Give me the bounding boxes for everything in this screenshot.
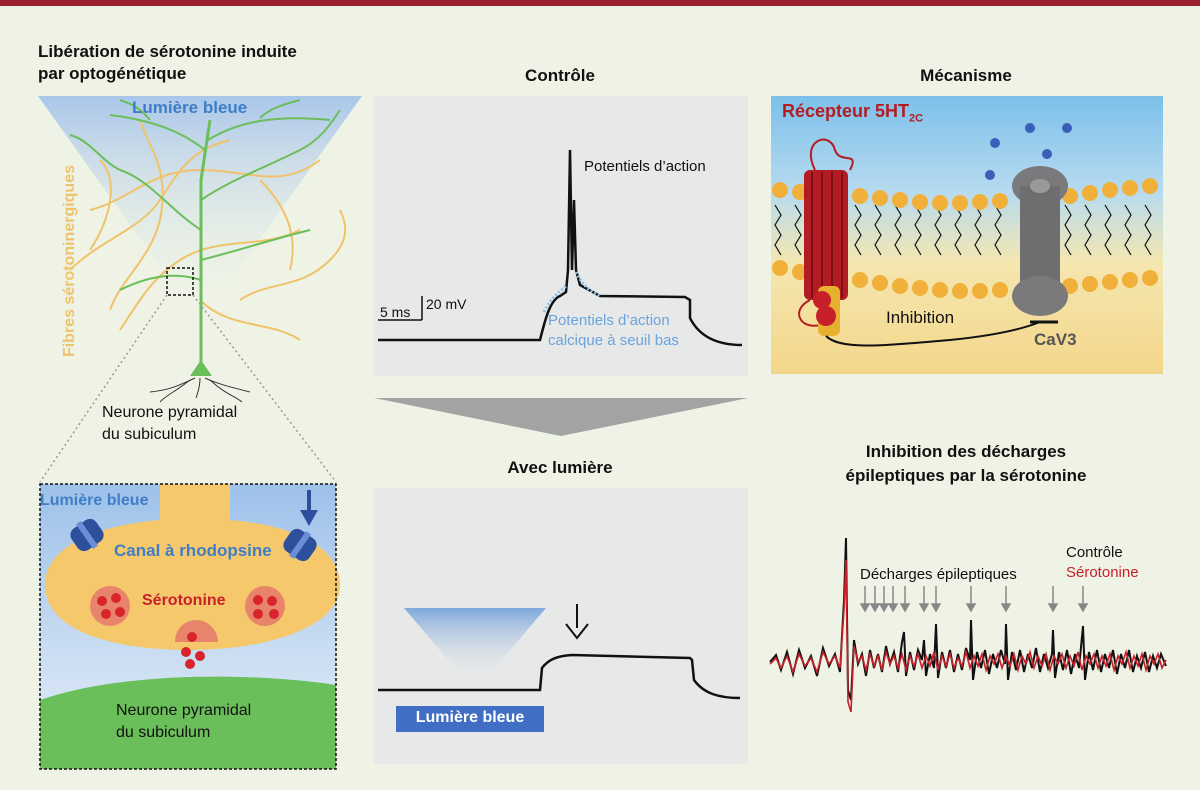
legend-serotonin: Sérotonine (1066, 564, 1139, 581)
scale-voltage-label: 20 mV (426, 296, 467, 312)
light-trace-line (378, 653, 741, 700)
light-stimulus-bar (396, 706, 544, 732)
membrane-lipid-tails (774, 204, 1152, 256)
inhibition-line (825, 321, 1041, 347)
light-cone-small (404, 608, 546, 676)
light-stimulus-label: Lumière bleue (415, 709, 525, 726)
low-threshold-highlight (542, 271, 601, 313)
inset-frame (39, 483, 337, 770)
left-panel-title-line2: par optogénétique (38, 64, 187, 83)
inhibition-label: Inhibition (886, 308, 955, 327)
receptor-label-subscript: 2C (909, 112, 924, 125)
low-threshold-label-line1: Potentiels d’action (548, 312, 670, 329)
neuron-label-line1: Neurone pyramidal (102, 404, 238, 421)
zoom-guide-right (192, 294, 337, 483)
control-eeg-trace (769, 537, 1167, 701)
scale-time-label: 5 ms (380, 304, 411, 320)
control-panel-title: Contrôle (525, 66, 595, 85)
inset-neuron-label-line1: Neurone pyramidal (116, 702, 252, 719)
control-trace-line (378, 149, 743, 347)
receptor-label: Récepteur 5HT2C (782, 101, 923, 125)
inset-neuron-body (40, 676, 336, 769)
rhodopsin-channel-right (283, 528, 317, 562)
light-panel-title: Avec lumière (507, 458, 613, 477)
discharges-label: Décharges épileptiques (860, 566, 1017, 583)
legend-control: Contrôle (1066, 544, 1123, 561)
neuron-axon-roots (149, 377, 251, 403)
inset-neuron-label-line2: du subiculum (116, 724, 211, 741)
inset-channel-label: Canal à rhodopsine (114, 541, 272, 560)
pyramidal-neuron (69, 99, 341, 370)
light-onset-arrow (565, 604, 589, 640)
action-potentials-label: Potentiels d’action (584, 158, 706, 175)
serotonin-vesicles (90, 586, 285, 669)
rhodopsin-channel-left (70, 518, 104, 552)
g-protein (813, 286, 840, 336)
mechanism-panel-title: Mécanisme (920, 66, 1012, 85)
cav3-channel (1012, 166, 1068, 316)
left-panel-title-line1: Libération de sérotonine induite (38, 42, 297, 61)
serotonin-eeg-trace (769, 559, 1167, 713)
neuron-label-line2: du subiculum (102, 426, 197, 443)
top-accent-bar (0, 0, 1200, 6)
seizure-panel-title-line1: Inhibition des décharges (865, 442, 1067, 461)
cav3-label: CaV3 (1034, 330, 1077, 349)
inset-light-label: Lumière bleue (40, 492, 149, 509)
receptor-5ht2c (798, 138, 854, 327)
light-arrow-down (300, 490, 318, 526)
control-trace-panel (374, 96, 748, 376)
calcium-ions (985, 123, 1072, 180)
low-threshold-label-line2: calcique à seuil bas (548, 332, 679, 349)
neuron-soma (190, 360, 212, 376)
zoom-box (166, 267, 194, 296)
receptor-label-main: Récepteur 5HT (782, 101, 910, 121)
inset-serotonin-label: Sérotonine (142, 592, 226, 609)
seizure-panel-title-line2: épileptiques par la sérotonine (845, 466, 1087, 485)
light-label-top: Lumière bleue (132, 98, 248, 117)
serotonergic-fibers (69, 119, 347, 341)
discharge-arrows (859, 586, 1089, 613)
